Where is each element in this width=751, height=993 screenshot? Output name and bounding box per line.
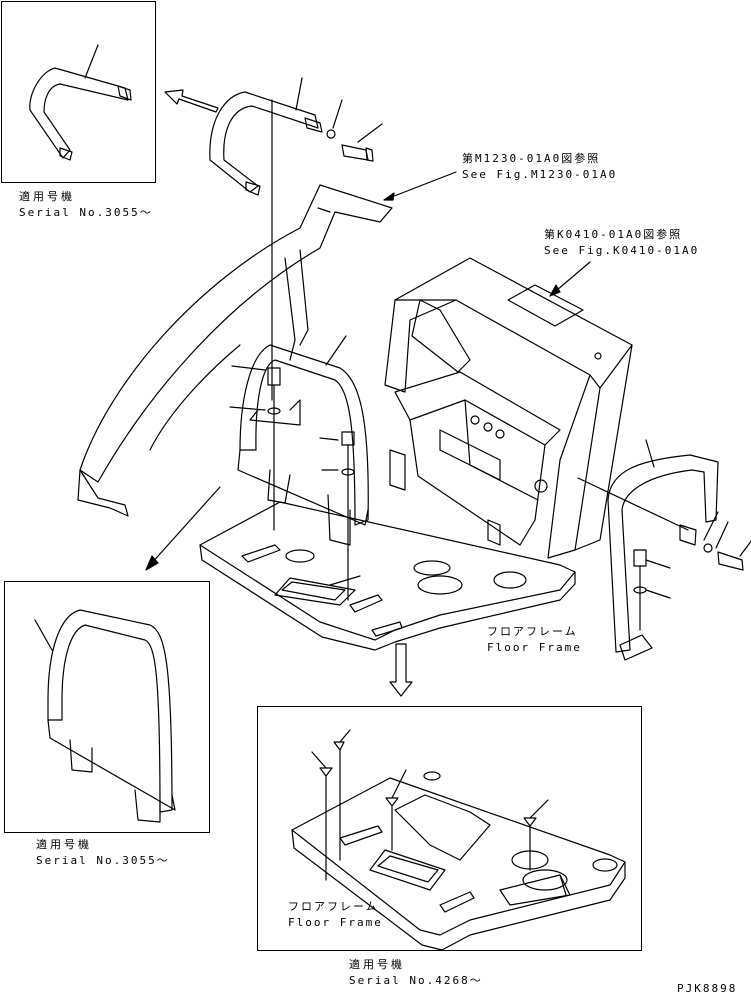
- inset-frame-top-left: [1, 1, 156, 183]
- applicable-label-jp: 適用号機: [19, 190, 75, 203]
- inset-frame-bottom: [257, 706, 642, 951]
- floor-frame: [199, 501, 576, 651]
- inset-handrail-top-left: [29, 44, 132, 161]
- bottom-floor-frame-jp: フロアフレーム: [288, 900, 379, 913]
- cab-body: [384, 257, 633, 559]
- applicable-label-jp: 適用号機: [36, 838, 92, 851]
- reference-k0410-jp: 第K0410-01A0図参照: [544, 228, 683, 241]
- leader-m1230: [383, 171, 457, 201]
- serial-number-label: Serial No.3055～: [19, 206, 153, 219]
- right-handrail: [577, 439, 751, 661]
- arrow-to-top-left-inset: [164, 89, 219, 113]
- reference-m1230-en: See Fig.M1230-01A0: [462, 168, 618, 181]
- floor-frame-jp: フロアフレーム: [487, 625, 578, 638]
- serial-number-label: Serial No.4268～: [349, 974, 483, 987]
- reference-m1230-jp: 第M1230-01A0図参照: [462, 152, 601, 165]
- reference-m1230-label: 第M1230-01A0図参照 See Fig.M1230-01A0: [462, 152, 617, 181]
- arrow-to-bottom-inset: [389, 643, 413, 697]
- left-guard-rail: [77, 184, 393, 517]
- top-handrail: [209, 77, 383, 401]
- reference-k0410-en: See Fig.K0410-01A0: [544, 244, 700, 257]
- applicable-serial-label-top-left: 適用号機 Serial No.3055～: [19, 190, 153, 219]
- leader-k0410: [549, 261, 591, 297]
- applicable-serial-label-bottom: 適用号機 Serial No.4268～: [349, 958, 483, 987]
- left-handrail: [229, 335, 369, 601]
- reference-k0410-label: 第K0410-01A0図参照 See Fig.K0410-01A0: [544, 228, 699, 257]
- serial-number-label: Serial No.3055～: [36, 854, 170, 867]
- drawing-code: PJK8898: [677, 982, 738, 993]
- bottom-floor-frame-en: Floor Frame: [288, 916, 383, 929]
- applicable-label-jp: 適用号機: [349, 958, 405, 971]
- floor-frame-label: フロアフレーム Floor Frame: [487, 625, 582, 654]
- arrow-to-middle-left-inset: [145, 486, 221, 571]
- floor-frame-en: Floor Frame: [487, 641, 582, 654]
- inset-floor-frame-bottom: [291, 729, 626, 951]
- applicable-serial-label-middle-left: 適用号機 Serial No.3055～: [36, 838, 170, 867]
- inset-handrail-middle-left: [34, 609, 176, 823]
- bottom-floor-frame-label: フロアフレーム Floor Frame: [288, 900, 383, 929]
- inset-frame-middle-left: [4, 581, 210, 833]
